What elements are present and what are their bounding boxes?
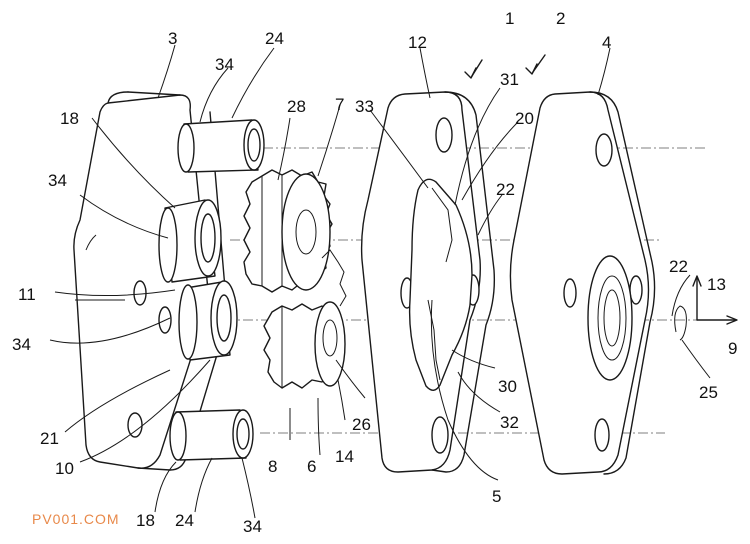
gear-lower [263, 249, 347, 389]
label-21: 21 [40, 429, 59, 448]
label-8: 8 [268, 457, 277, 476]
label-14: 14 [335, 447, 354, 466]
label-10: 10 [55, 459, 74, 478]
label-7: 7 [335, 95, 344, 114]
reference-numerals: 3 24 34 18 34 11 34 21 10 18 24 34 28 7 … [12, 9, 737, 536]
label-34-bottom: 34 [243, 517, 262, 536]
label-25: 25 [699, 383, 718, 402]
label-24-bottom: 24 [175, 511, 194, 530]
label-24-top: 24 [265, 29, 284, 48]
plate-4 [509, 91, 656, 475]
label-1: 1 [505, 9, 514, 28]
label-26: 26 [352, 415, 371, 434]
label-34-left: 34 [48, 171, 67, 190]
plate-12 [360, 91, 496, 473]
label-13: 13 [707, 275, 726, 294]
label-31: 31 [500, 70, 519, 89]
leader-lines [49, 44, 711, 519]
label-30: 30 [498, 377, 517, 396]
label-20: 20 [515, 109, 534, 128]
bushing-top [177, 119, 265, 173]
label-6: 6 [307, 457, 316, 476]
label-9: 9 [728, 339, 737, 358]
label-33: 33 [355, 97, 374, 116]
watermark-text: PV001.COM [32, 511, 120, 527]
label-18-top: 18 [60, 109, 79, 128]
label-34-lower: 34 [12, 335, 31, 354]
plate-3 [73, 91, 228, 471]
bushing-mid-1 [158, 199, 222, 283]
label-22-right: 22 [669, 257, 688, 276]
label-11: 11 [18, 285, 36, 304]
label-18-bottom: 18 [136, 511, 155, 530]
gear-upper [243, 169, 333, 293]
label-22-mid: 22 [496, 180, 515, 199]
label-4: 4 [602, 33, 611, 52]
label-2: 2 [556, 9, 565, 28]
label-5: 5 [492, 487, 501, 506]
label-34-top: 34 [215, 55, 234, 74]
bushing-bottom [169, 409, 254, 461]
label-3: 3 [168, 29, 177, 48]
coordinate-arrows [674, 275, 738, 341]
label-28: 28 [287, 97, 306, 116]
bushing-mid-2 [178, 280, 238, 361]
label-12: 12 [408, 33, 427, 52]
label-32: 32 [500, 413, 519, 432]
